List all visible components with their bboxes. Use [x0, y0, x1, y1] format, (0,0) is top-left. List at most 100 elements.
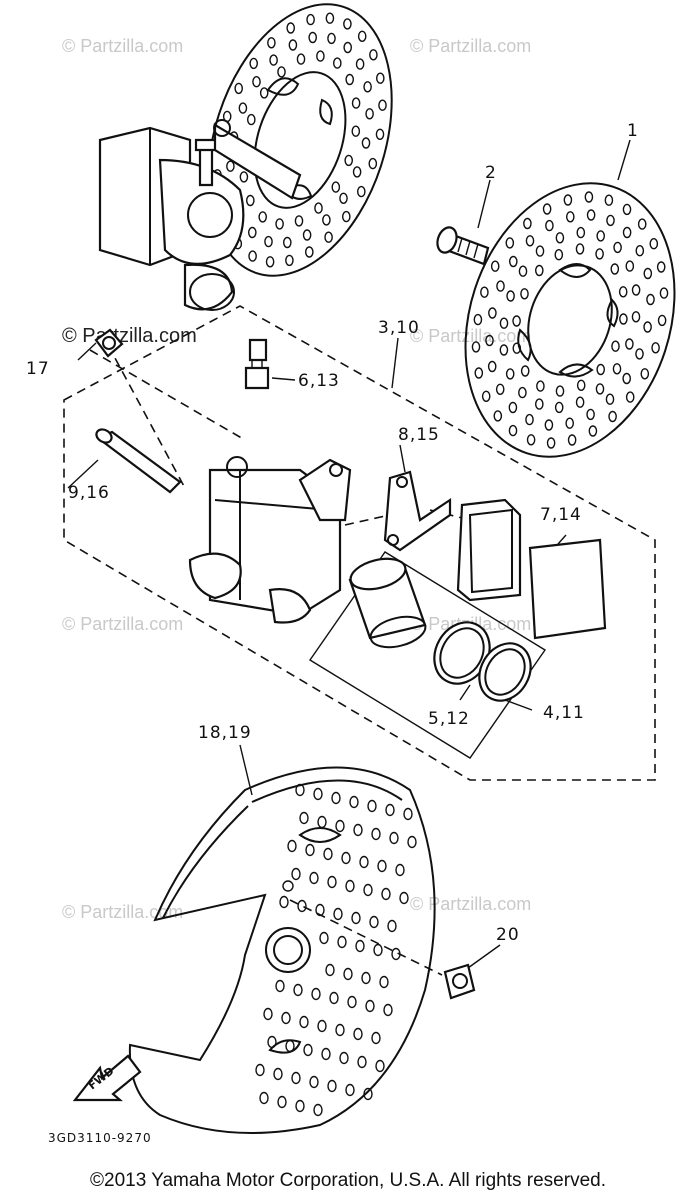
rotor-hole [325, 963, 335, 977]
rotor-hole [357, 30, 367, 42]
fwd-arrow: FWD [72, 1054, 142, 1102]
rotor-hole [518, 386, 527, 399]
rotor-hole [379, 975, 389, 989]
rotor-hole [490, 260, 500, 272]
rotor-hole [485, 334, 494, 347]
rotor-hole [544, 419, 554, 431]
rotor-hole [536, 380, 545, 392]
watermark: © Partzilla.com [62, 36, 183, 56]
rotor-hole [595, 248, 604, 260]
exploded-boundary [63, 305, 656, 976]
rotor-hole [332, 57, 342, 69]
rotor-hole [535, 398, 544, 410]
rotor-hole [373, 943, 383, 957]
copyright-notice: ©2013 Yamaha Motor Corporation, U.S.A. A… [90, 1170, 606, 1191]
rotor-hole [584, 191, 594, 203]
rotor-hole [281, 1011, 291, 1025]
watermark: © Partzilla.com [62, 614, 183, 634]
rotor-hole [554, 248, 564, 261]
rotor-hole [351, 911, 361, 925]
rotor-hole [339, 192, 348, 205]
rotor-hole [275, 218, 284, 230]
callout-9-16: 9,16 [68, 483, 110, 503]
rotor-hole [473, 313, 483, 326]
rotor-hole [325, 12, 335, 24]
rotor-hole [264, 235, 273, 248]
rotor-hole [546, 437, 556, 449]
rotor-hole [586, 408, 595, 421]
rotor-hole [495, 383, 505, 395]
rotor-hole [622, 203, 632, 216]
rotor-hole [351, 125, 361, 137]
part-9-pin [95, 428, 182, 494]
rotor-hole [252, 75, 261, 88]
rotor-hole [259, 87, 269, 99]
rotor-hole [505, 237, 515, 249]
rotor-hole [299, 1015, 309, 1029]
rotor-hole [309, 1075, 319, 1089]
rotor-hole [234, 82, 243, 95]
rotor-hole [345, 879, 355, 893]
rotor-hole [296, 53, 306, 65]
callout-8-15: 8,15 [398, 425, 440, 445]
rotor-hole [555, 232, 565, 244]
rotor-hole [275, 979, 285, 993]
rotor-hole [635, 244, 645, 257]
rotor-hole [269, 54, 278, 66]
rotor-hole [363, 1087, 373, 1101]
part-20-bolt [443, 963, 476, 1000]
rotor-hole [317, 1019, 327, 1033]
diagram-code: 3GD3110-9270 [48, 1131, 152, 1145]
rotor-hole [248, 250, 257, 262]
rotor-hole [267, 37, 276, 49]
rotor-hole [355, 939, 365, 953]
rotor-hole [625, 338, 634, 350]
rotor-hole [263, 1007, 273, 1021]
caliper-body [188, 456, 352, 624]
rotor-hole [505, 368, 515, 380]
rotor-hole [371, 827, 381, 841]
rotor-hole [657, 314, 667, 327]
rotor-hole [526, 434, 536, 446]
rotor-hole [481, 390, 491, 402]
rotor-hole [385, 803, 395, 817]
rotor-hole [618, 286, 628, 298]
rotor-hole [327, 1079, 337, 1093]
rotor-hole [315, 903, 325, 917]
rotor-hole [506, 290, 515, 302]
rotor-hole [343, 967, 353, 981]
watermark-group: © Partzilla.com © Partzilla.com © Partzi… [62, 36, 531, 922]
rotor-hole [344, 154, 354, 167]
rotor-hole [651, 342, 660, 354]
rotor-hole [613, 241, 622, 254]
rotor-hole [327, 875, 337, 889]
rotor-hole [285, 254, 294, 267]
rotor-hole [595, 383, 605, 395]
watermark: © Partzilla.com [410, 894, 531, 914]
callout-18-19: 18,19 [198, 723, 252, 743]
rotor-hole [293, 983, 303, 997]
rotor-hole [622, 226, 632, 239]
rotor-hole [368, 157, 378, 170]
rotor-hole [331, 181, 341, 193]
rotor-hole [622, 372, 632, 385]
rotor-hole [361, 971, 371, 985]
rotor-hole [305, 843, 315, 857]
part-17-cap [94, 328, 124, 358]
rotor-hole [309, 871, 319, 885]
rotor-hole [608, 410, 617, 423]
rotor-hole [612, 363, 622, 375]
rotor-hole [249, 57, 258, 70]
callout-7-14: 7,14 [540, 505, 582, 525]
rotor-hole [596, 363, 606, 376]
rotor-hole [367, 799, 377, 813]
rotor-hole [375, 1059, 385, 1073]
rotor-hole [259, 1091, 269, 1105]
caliper-assembled [98, 119, 302, 311]
rotor-hole [341, 210, 351, 223]
rotor-hole [365, 999, 375, 1013]
rotor-hole [371, 1031, 381, 1045]
rotor-hole [355, 58, 365, 70]
rotor-hole [327, 32, 336, 45]
